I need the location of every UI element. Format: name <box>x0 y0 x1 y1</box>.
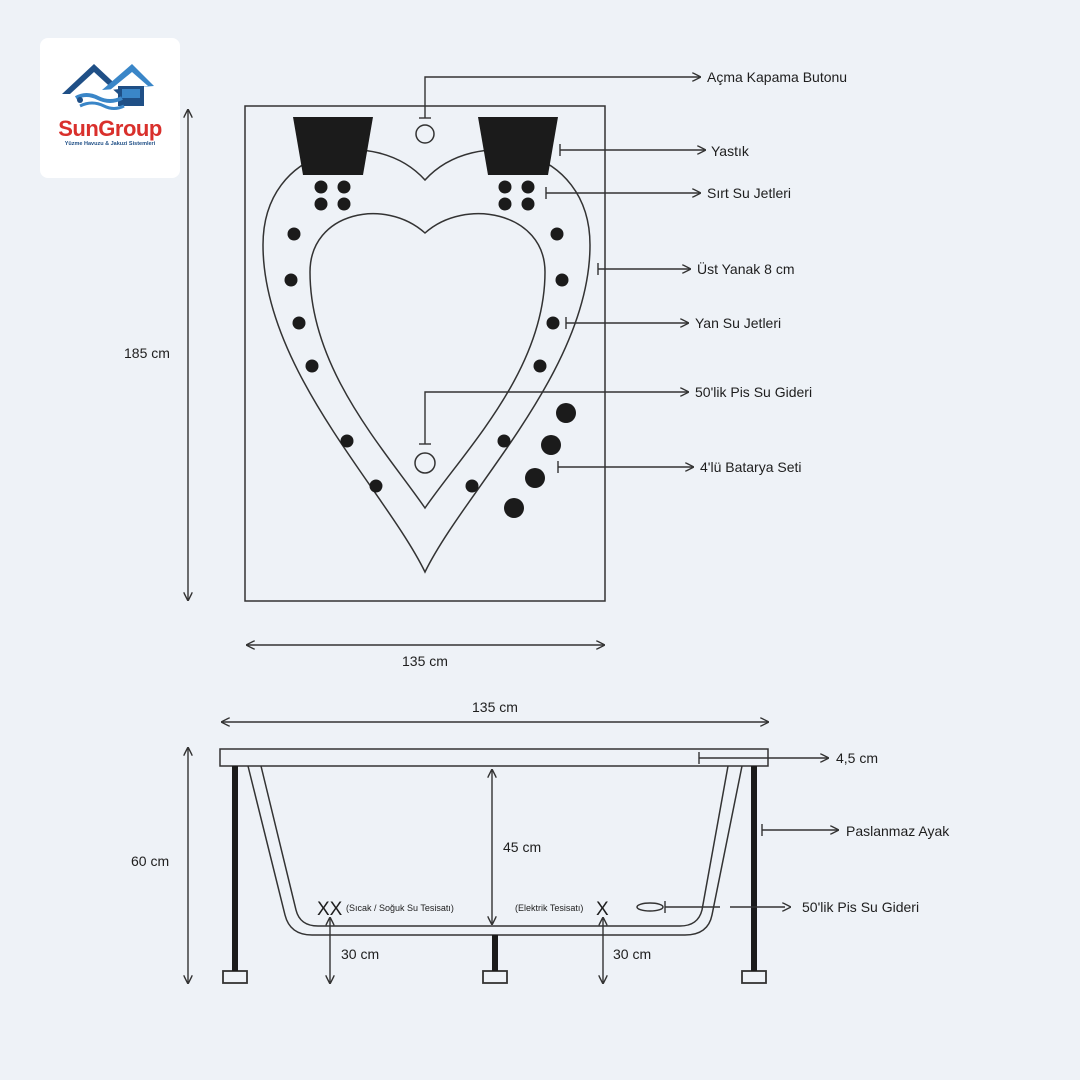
side-view-dimensions <box>188 722 838 983</box>
foot-center <box>482 970 508 984</box>
callout-faucet-set: 4'lü Batarya Seti <box>700 459 802 475</box>
hot-cold-mark: XX <box>317 899 343 920</box>
hot-cold-label: (Sıcak / Soğuk Su Tesisatı) <box>346 903 454 913</box>
stainless-legs-label: Paslanmaz Ayak <box>846 823 950 839</box>
back-jets <box>314 180 535 211</box>
top-view-dimensions <box>188 110 604 645</box>
tub-basin-inner <box>260 765 729 927</box>
side-drain-label: 50'lik Pis Su Gideri <box>802 899 919 915</box>
side-height-label: 60 cm <box>131 853 169 869</box>
house-pool-logo-icon <box>62 64 154 110</box>
width-dimension-label: 135 cm <box>402 653 448 669</box>
leg-right <box>751 766 757 971</box>
top-view <box>244 105 606 602</box>
electric-mark: X <box>596 899 609 920</box>
side-width-label: 135 cm <box>472 699 518 715</box>
right-floor-clearance-label: 30 cm <box>613 946 651 962</box>
stainless-legs <box>232 766 757 971</box>
drain-icon <box>414 452 436 474</box>
electric-label: (Elektrik Tesisatı) <box>515 903 583 913</box>
top-view-callouts <box>419 77 705 473</box>
tub-basin-outer <box>247 765 743 936</box>
callout-pillow: Yastık <box>711 143 750 159</box>
foot-left <box>222 970 248 984</box>
foot-right <box>741 970 767 984</box>
heart-inner-basin <box>309 212 546 510</box>
depth-label: 45 cm <box>503 839 541 855</box>
brand-tagline: Yüzme Havuzu & Jakuzi Sistemleri <box>64 141 156 147</box>
leg-left <box>232 766 238 971</box>
left-floor-clearance-label: 30 cm <box>341 946 379 962</box>
leg-center <box>492 935 498 971</box>
rim-thickness-label: 4,5 cm <box>836 750 878 766</box>
callout-top-rim: Üst Yanak 8 cm <box>697 260 795 277</box>
tub-rim <box>219 748 769 767</box>
faucet-set <box>504 403 576 518</box>
pillow-left-icon <box>293 117 373 175</box>
logo-card: SunGroup Yüzme Havuzu & Jakuzi Sistemler… <box>40 38 180 178</box>
brand-name: SunGroup <box>58 116 162 141</box>
pillows <box>293 117 558 175</box>
heart-outer-rim <box>262 149 591 574</box>
height-dimension-label: 185 cm <box>124 345 170 361</box>
side-jets <box>284 227 569 493</box>
side-drain-icon <box>636 902 664 912</box>
power-button-icon <box>415 124 435 144</box>
callout-back-jets: Sırt Su Jetleri <box>707 185 791 201</box>
callout-power-button: Açma Kapama Butonu <box>707 69 847 85</box>
callout-drain: 50'lik Pis Su Gideri <box>695 384 812 400</box>
callout-side-jets: Yan Su Jetleri <box>695 315 781 331</box>
pillow-right-icon <box>478 117 558 175</box>
